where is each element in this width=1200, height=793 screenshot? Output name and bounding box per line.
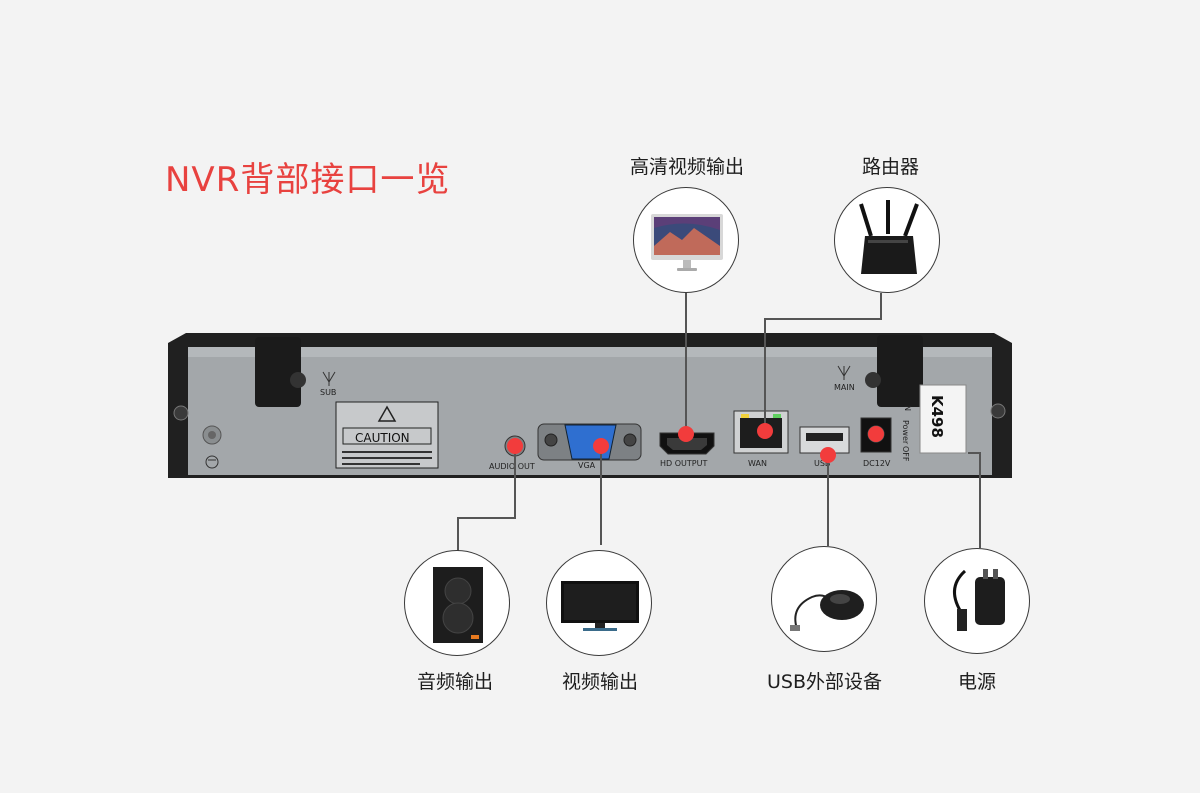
label-off: OFF bbox=[901, 446, 910, 462]
dot-wan bbox=[757, 423, 773, 439]
label-usb: USB bbox=[814, 459, 830, 468]
caution-text: CAUTION bbox=[355, 431, 410, 445]
dot-usb bbox=[820, 447, 836, 463]
mouse-circle bbox=[771, 546, 877, 652]
mouse-icon bbox=[790, 590, 864, 631]
label-wan: WAN bbox=[748, 459, 767, 468]
label-on: N bbox=[903, 405, 912, 411]
antenna-main bbox=[877, 335, 923, 407]
label-hd-output: HD OUTPUT bbox=[660, 459, 707, 468]
label-dc12v: DC12V bbox=[863, 459, 891, 468]
tv-icon bbox=[561, 581, 639, 631]
label-power-callout: 电源 bbox=[958, 671, 997, 693]
router-circle bbox=[834, 187, 940, 293]
label-power: Power bbox=[901, 420, 910, 445]
power-adapter-icon bbox=[953, 569, 1005, 631]
label-audio-out: AUDIO OUT bbox=[489, 462, 535, 471]
page-title: NVR背部接口一览 bbox=[165, 160, 451, 200]
antenna-sub-icon bbox=[322, 371, 336, 386]
speaker-circle bbox=[404, 550, 510, 656]
ground-icon bbox=[205, 455, 219, 469]
adapter-circle bbox=[924, 548, 1030, 654]
dot-hd-output bbox=[678, 426, 694, 442]
sticker-code: K498 bbox=[928, 395, 946, 438]
monitor-icon bbox=[651, 214, 723, 271]
label-router-callout: 路由器 bbox=[862, 156, 920, 178]
label-audio-out-callout: 音频输出 bbox=[417, 671, 494, 693]
sticker bbox=[919, 384, 967, 454]
label-vga: VGA bbox=[578, 461, 596, 470]
label-main: MAIN bbox=[834, 383, 855, 392]
dot-vga bbox=[593, 438, 609, 454]
monitor-circle bbox=[633, 187, 739, 293]
warning-icon bbox=[377, 405, 397, 422]
speaker-icon bbox=[433, 567, 483, 643]
screw-left bbox=[173, 405, 189, 421]
label-video-out-callout: 视频输出 bbox=[562, 671, 639, 693]
antenna-sub bbox=[255, 337, 301, 407]
label-sub: SUB bbox=[320, 388, 336, 397]
dot-dc bbox=[868, 426, 884, 442]
screw-right bbox=[990, 403, 1006, 419]
label-usb-device-callout: USB外部设备 bbox=[767, 671, 883, 693]
router-icon bbox=[859, 200, 919, 274]
label-hd-output-callout: 高清视频输出 bbox=[630, 156, 745, 178]
dot-audio-out bbox=[507, 438, 523, 454]
tv-circle bbox=[546, 550, 652, 656]
